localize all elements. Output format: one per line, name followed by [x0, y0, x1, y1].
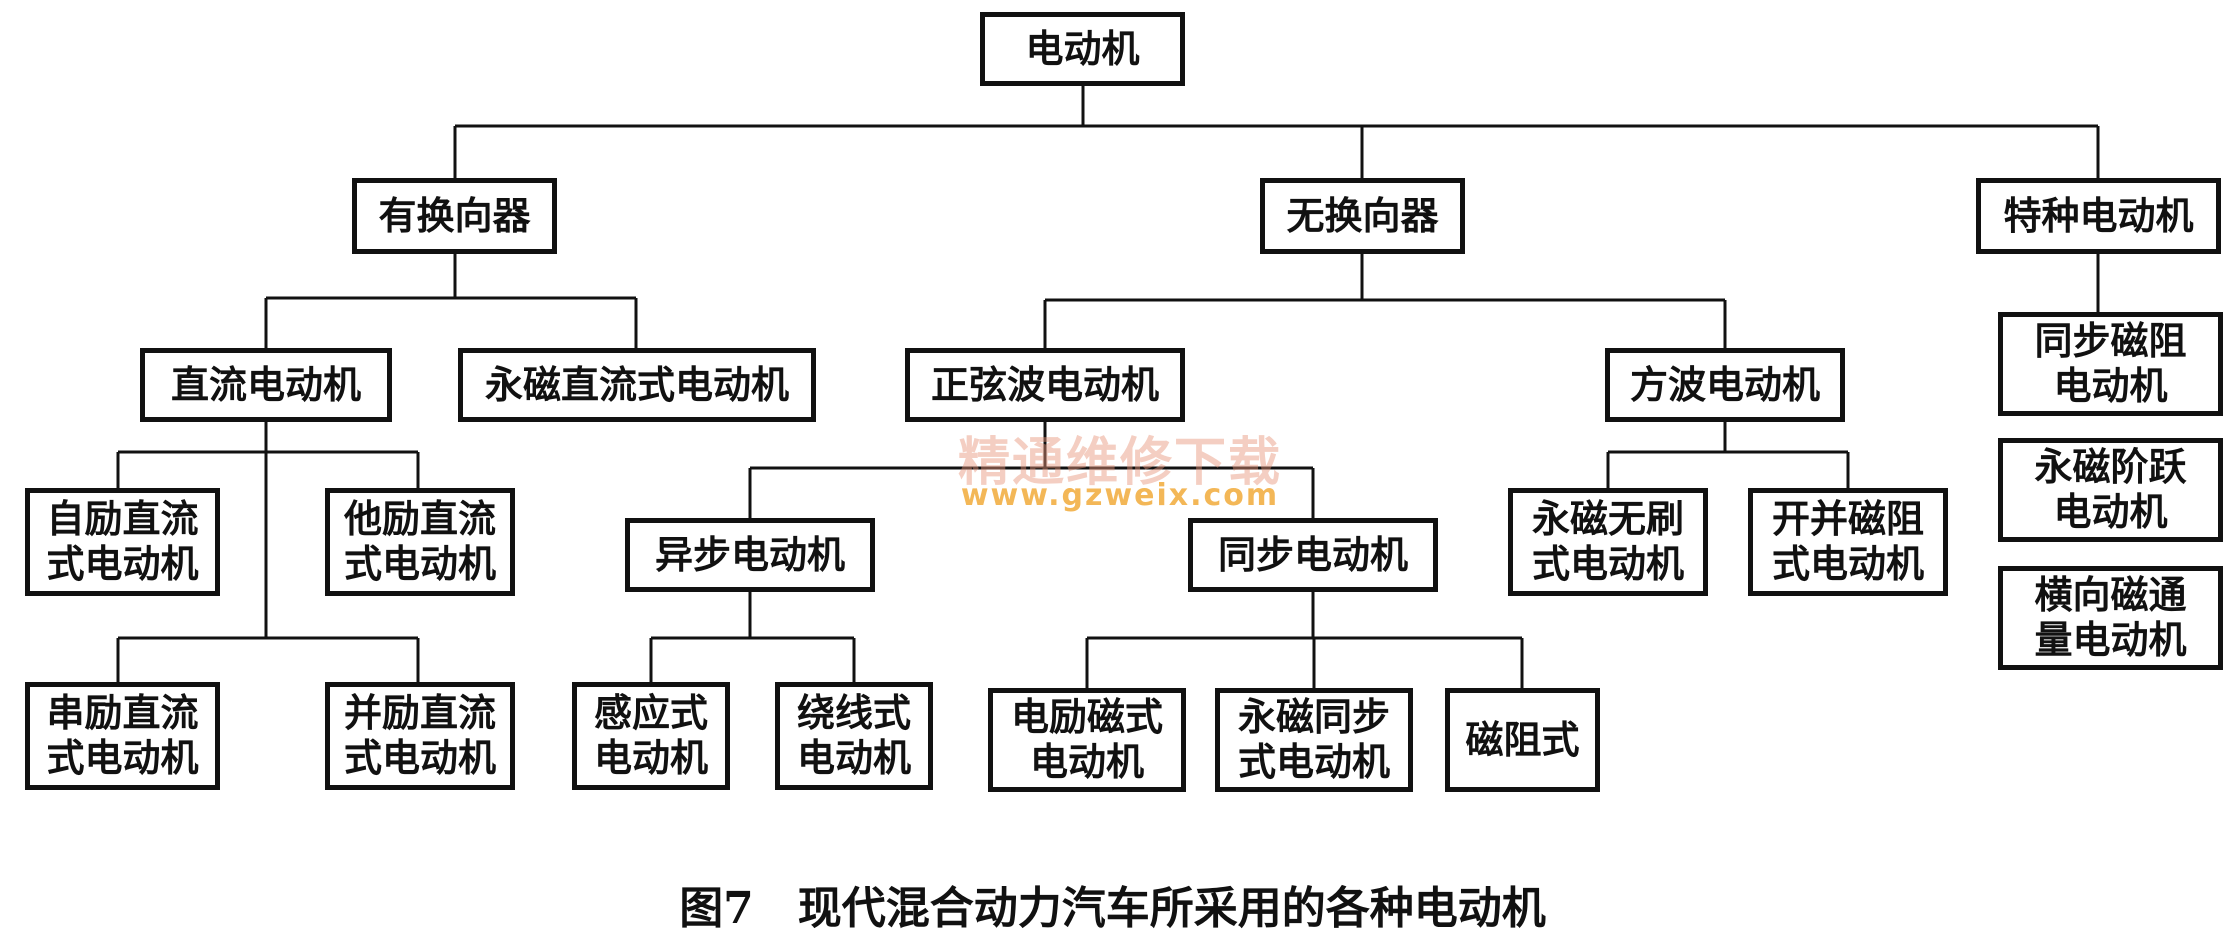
- node-dc-motor: 直流电动机: [140, 348, 392, 422]
- figure-caption: 图7 现代混合动力汽车所采用的各种电动机: [679, 883, 1546, 930]
- node-wound-rotor-motor: 绕线式 电动机: [775, 682, 933, 790]
- node-pm-brushless-motor: 永磁无刷 式电动机: [1508, 488, 1708, 596]
- node-sync-motor: 同步电动机: [1188, 518, 1438, 592]
- node-special-motor: 特种电动机: [1976, 178, 2221, 254]
- node-sine-wave-motor: 正弦波电动机: [905, 348, 1185, 422]
- node-pm-sync-motor: 永磁同步 式电动机: [1215, 688, 1413, 792]
- node-induction-motor: 感应式 电动机: [572, 682, 730, 790]
- node-pm-stepper-motor: 永磁阶跃 电动机: [1998, 438, 2223, 542]
- node-sync-reluctance-motor: 同步磁阻 电动机: [1998, 312, 2223, 416]
- node-transverse-flux-motor: 横向磁通 量电动机: [1998, 566, 2223, 670]
- node-self-excited-dc: 自励直流 式电动机: [25, 488, 220, 596]
- node-pm-dc-motor: 永磁直流式电动机: [458, 348, 816, 422]
- node-series-excited-dc: 串励直流 式电动机: [25, 682, 220, 790]
- node-switched-reluctance-motor: 开并磁阻 式电动机: [1748, 488, 1948, 596]
- node-electro-magnetic-sync: 电励磁式 电动机: [988, 688, 1186, 792]
- node-async-motor: 异步电动机: [625, 518, 875, 592]
- node-with-commutator: 有换向器: [352, 178, 557, 254]
- node-square-wave-motor: 方波电动机: [1605, 348, 1845, 422]
- node-separately-excited-dc: 他励直流 式电动机: [325, 488, 515, 596]
- node-electric-motor: 电动机: [980, 12, 1185, 86]
- node-shunt-excited-dc: 并励直流 式电动机: [325, 682, 515, 790]
- node-commutatorless: 无换向器: [1260, 178, 1465, 254]
- node-reluctance: 磁阻式: [1445, 688, 1600, 792]
